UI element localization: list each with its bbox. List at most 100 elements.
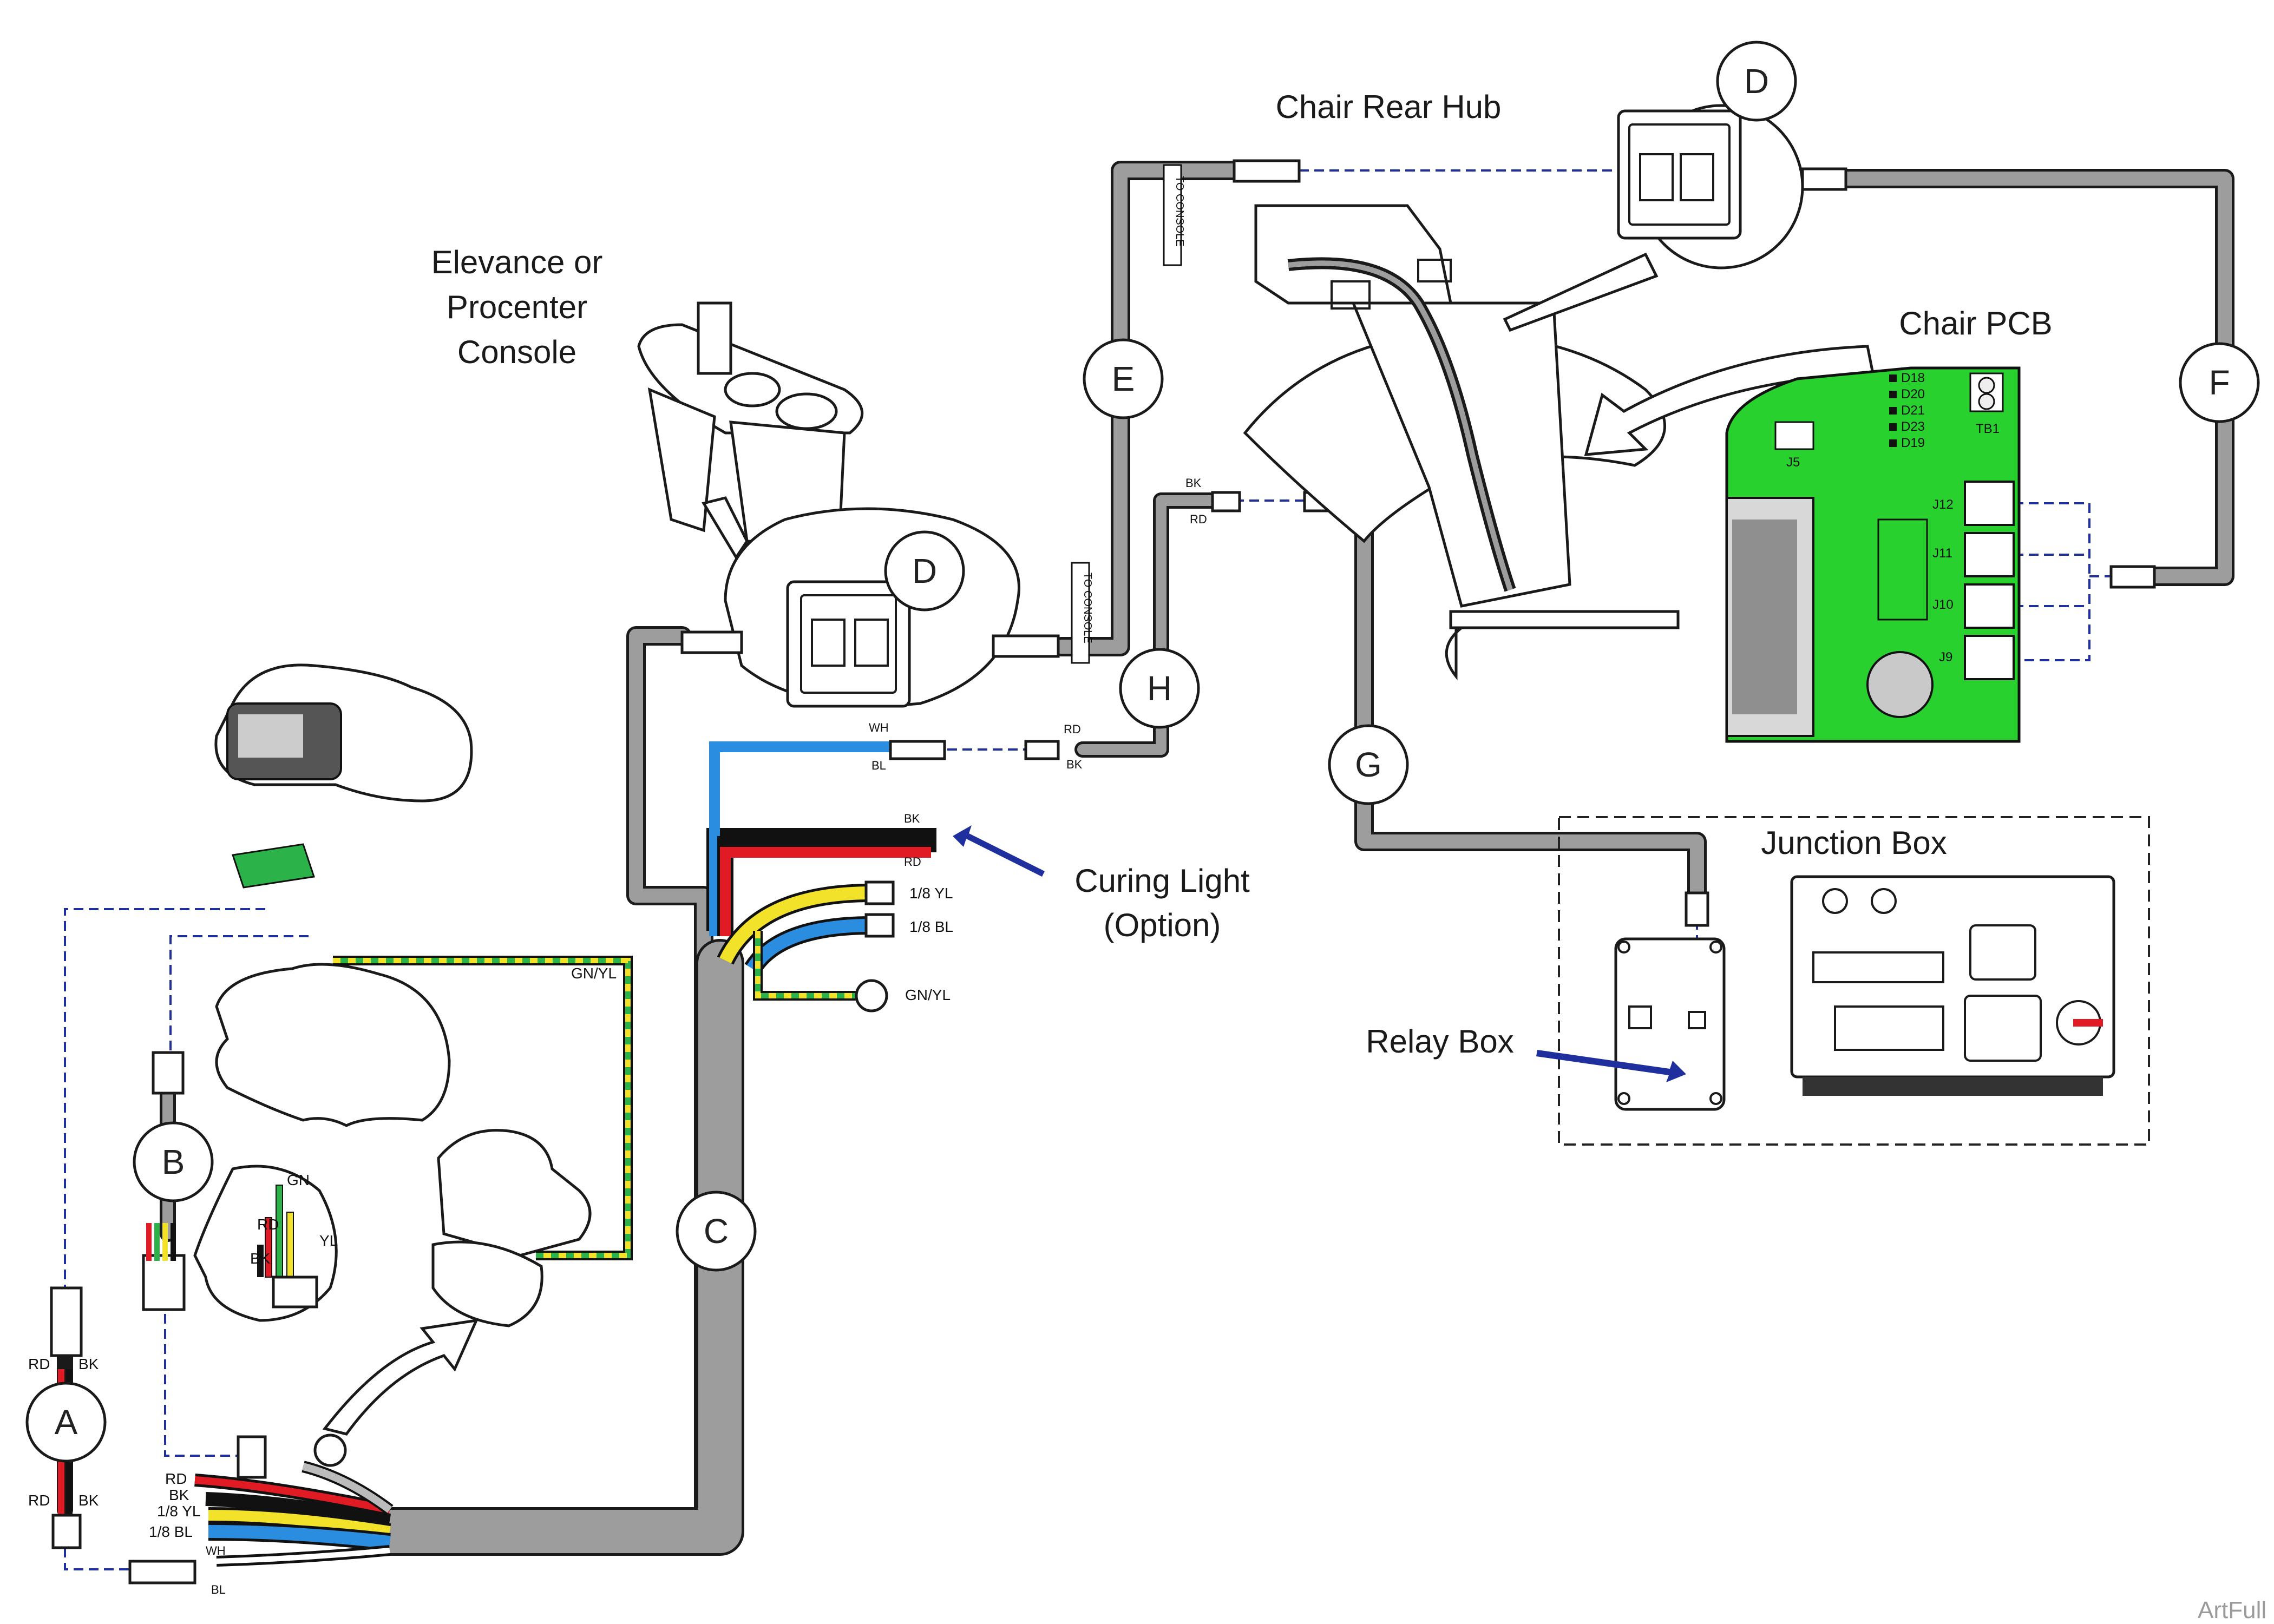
callout-d-top-label: D	[1744, 62, 1769, 101]
callout-d-top: D	[1716, 41, 1797, 122]
callout-d-mid: D	[884, 530, 965, 612]
bl-connector	[864, 913, 895, 938]
wire-bundle	[194, 1434, 394, 1567]
rear-hub-detail-bubble	[1503, 104, 1804, 332]
console-jack-panel	[786, 580, 911, 708]
b-connector	[142, 1254, 186, 1311]
hub-rj-jack-left	[1639, 153, 1674, 201]
a-rd-top-label: RD	[28, 1356, 50, 1372]
to-console-tags: TO CONSOLE TO CONSOLE	[1071, 164, 1185, 664]
callout-h-label: H	[1147, 669, 1172, 708]
callout-b-label: B	[162, 1142, 185, 1181]
junction-box-dashed-frame	[1558, 816, 2150, 1146]
j5-connector	[1774, 421, 1814, 450]
bundle-bl2-label: BL	[211, 1583, 226, 1596]
j12-jack	[1964, 481, 2015, 526]
console-title-line1: Elevance or	[431, 244, 603, 280]
yl-connector	[864, 880, 895, 905]
a-top-connector	[50, 1286, 83, 1357]
hub-rj-jack-right	[1680, 153, 1714, 201]
led-d18-label: D18	[1901, 371, 1925, 385]
j10-label: J10	[1932, 597, 1954, 612]
h-rd-top-label: RD	[1190, 512, 1207, 526]
led-d20-label: D20	[1901, 387, 1925, 402]
curing-light-title-line1: Curing Light	[1074, 863, 1250, 899]
to-console-lower-label: TO CONSOLE	[1082, 573, 1093, 643]
bundle-connector	[237, 1435, 267, 1479]
tb1-label: TB1	[1976, 422, 2000, 436]
curing-connectors	[855, 740, 946, 1012]
bundle-wh-label: WH	[206, 1544, 226, 1557]
a-bk-bottom-label: BK	[78, 1492, 99, 1509]
j9-label: J9	[1939, 650, 1952, 665]
curing-gnyl-label: GN/YL	[905, 987, 951, 1003]
curing-rd-label: RD	[904, 855, 921, 869]
chair-rear-hub-illustration	[1243, 204, 1680, 681]
mounting-plate	[215, 963, 451, 1127]
b-bk-label: BK	[250, 1250, 271, 1267]
callout-e: E	[1083, 338, 1164, 419]
b-detail-bubble	[193, 1165, 338, 1322]
cable-b	[142, 1051, 186, 1311]
curing-yl-label: 1/8 YL	[909, 885, 953, 902]
hub-jack-panel	[1617, 109, 1742, 240]
h-bk-top-label: BK	[1185, 476, 1202, 490]
rj-jack-left	[811, 619, 846, 667]
h-bl-label: BL	[871, 759, 886, 772]
curing-light-title-line2: (Option)	[1104, 907, 1221, 943]
chair-pcb: D18 D20 D21 D23 D19 TB1 J5 J12 J11 J10 J…	[1725, 366, 2021, 743]
callout-h: H	[1119, 648, 1200, 729]
junction-box-title: Junction Box	[1761, 825, 1947, 861]
callout-g-label: G	[1355, 745, 1382, 784]
h-wh-label: WH	[869, 721, 889, 734]
j9-jack	[1964, 635, 2015, 680]
callout-g: G	[1328, 724, 1409, 805]
a-rj-plug	[128, 1560, 196, 1584]
watermark: ArtFull	[2198, 1597, 2266, 1623]
h-bk-bottom-label: BK	[1066, 758, 1083, 771]
ground-terminal	[855, 979, 888, 1012]
relay-box-title: Relay Box	[1366, 1023, 1513, 1060]
rj-jack-right	[854, 619, 889, 667]
console-title-line2: Procenter	[447, 289, 587, 325]
console-title-line3: Console	[457, 334, 576, 370]
callout-f: F	[2179, 342, 2260, 423]
valve-illustration	[431, 1129, 592, 1327]
junction-box	[1790, 875, 2115, 1079]
arrows	[322, 825, 1686, 1436]
bundle-rd-label: RD	[165, 1470, 187, 1487]
callout-b: B	[133, 1121, 214, 1202]
j11-jack	[1964, 532, 2015, 577]
valve-arrow	[322, 1318, 479, 1436]
curing-bl-label: 1/8 BL	[909, 918, 953, 935]
relay-box	[1614, 937, 1726, 1111]
led-d19-label: D19	[1901, 436, 1925, 450]
a-bottom-connector	[51, 1514, 82, 1549]
j5-label: J5	[1786, 455, 1800, 470]
a-bk-top-label: BK	[78, 1356, 99, 1372]
callout-d-mid-label: D	[912, 551, 937, 590]
callout-a-label: A	[55, 1403, 78, 1442]
curing-light-arrow	[953, 825, 1045, 877]
bundle-bl-label: 1/8 BL	[149, 1523, 193, 1540]
callout-c-label: C	[704, 1212, 729, 1251]
b-gn-label: GN	[287, 1172, 310, 1188]
j12-label: J12	[1932, 497, 1954, 512]
bundle-bk-label: BK	[169, 1487, 189, 1503]
relay-box-arrow	[1536, 1050, 1686, 1082]
h-rd-bottom-label: RD	[1064, 722, 1081, 736]
callout-a: A	[25, 1382, 107, 1463]
callout-c: C	[676, 1191, 757, 1272]
small-pcb	[232, 843, 315, 889]
curing-light-wires	[706, 741, 936, 1001]
ground-gnyl-label: GN/YL	[571, 965, 617, 982]
curing-bk-label: BK	[904, 812, 920, 825]
a-rd-bottom-label: RD	[28, 1492, 50, 1509]
led-d21-label: D21	[1901, 403, 1925, 418]
buzzer	[1866, 651, 1934, 718]
b-yl-label: YL	[319, 1232, 338, 1249]
chair-rear-hub-title: Chair Rear Hub	[1276, 89, 1502, 125]
led-markers	[1889, 374, 1897, 447]
wire-labels: BK RD WH BL RD BK BK RD 1/8 YL 1/8 BL GN…	[28, 476, 1207, 1596]
